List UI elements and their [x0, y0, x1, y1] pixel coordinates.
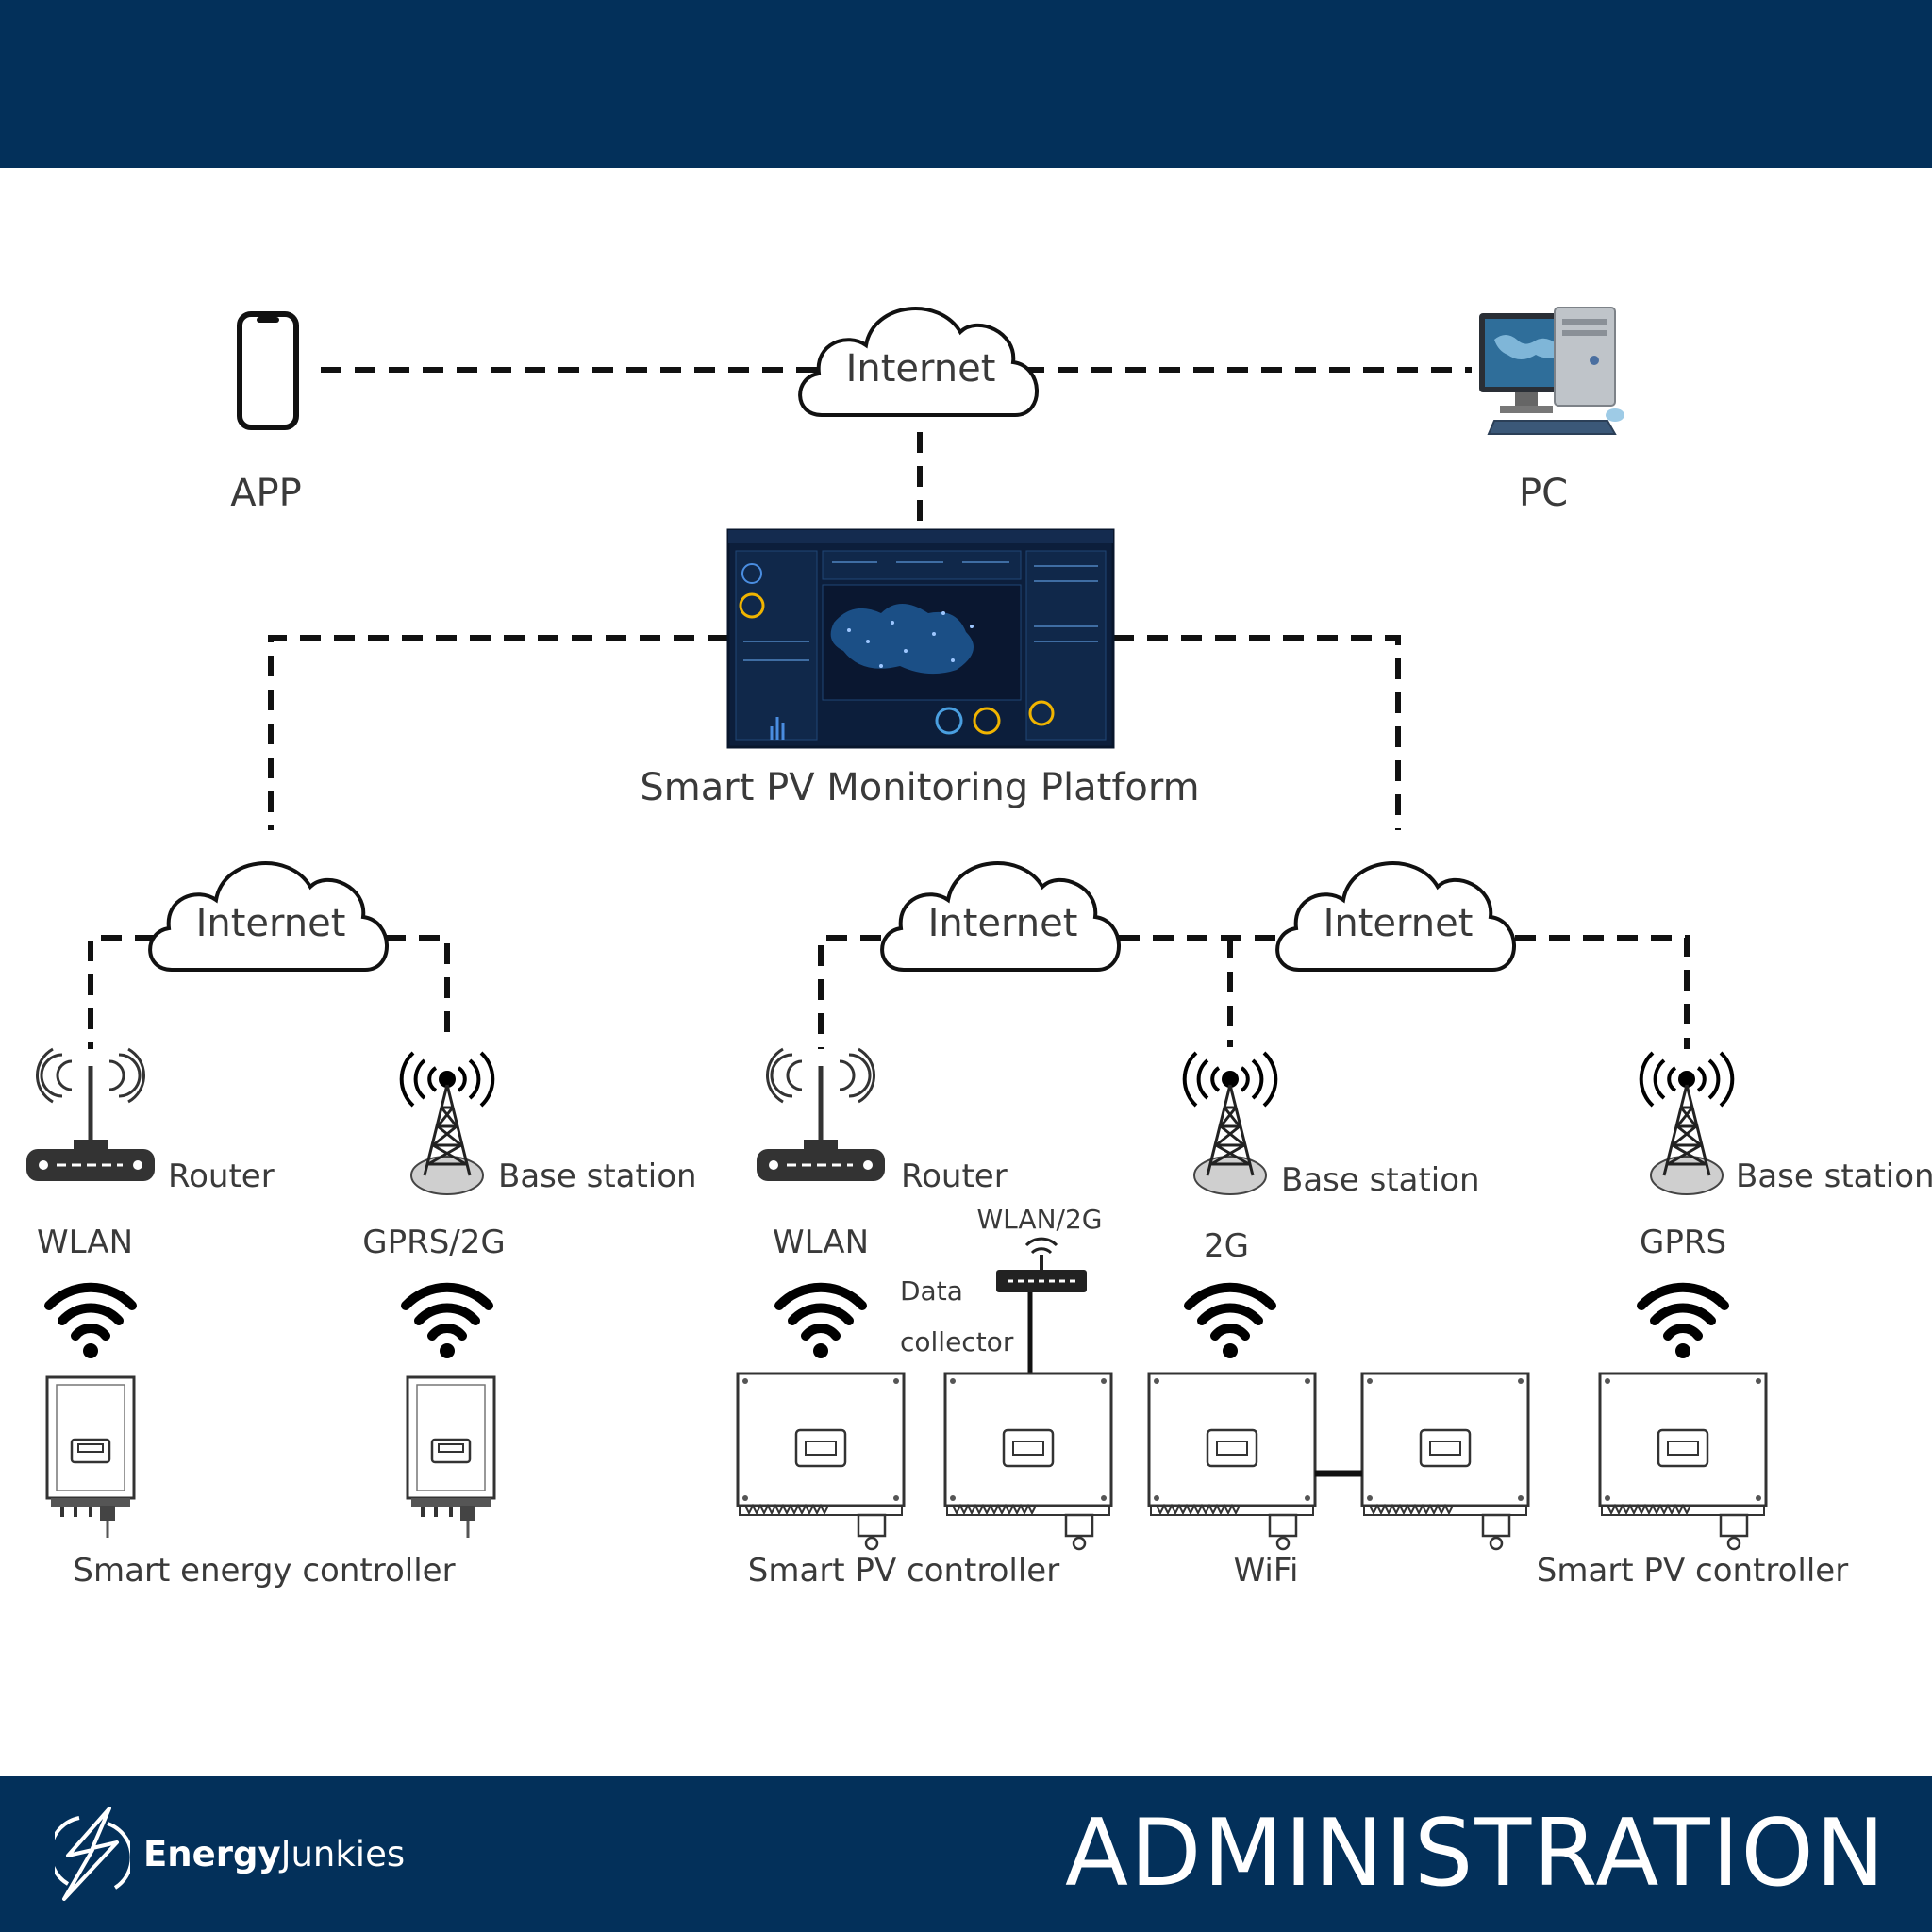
lightning-logo-icon: [55, 1807, 130, 1901]
router-label-2: Router: [901, 1158, 1008, 1195]
base-station-icon: [1182, 1051, 1278, 1196]
brand-name-light: Junkies: [280, 1833, 406, 1874]
two-g-label: 2G: [1204, 1227, 1249, 1265]
section-title: ADMINISTRATION: [1064, 1800, 1887, 1907]
inverter-icon: [943, 1372, 1113, 1551]
gprs2g-label-1: GPRS/2G: [362, 1224, 506, 1261]
smart-pv-controller-label-1: Smart PV controller: [748, 1552, 1059, 1590]
wifi-icon: [1189, 1288, 1272, 1358]
brand-name: EnergyJunkies: [143, 1834, 405, 1874]
base-station-label-2: Base station: [1281, 1161, 1480, 1199]
data-label: Data: [900, 1275, 963, 1307]
wifi-icon: [779, 1288, 862, 1358]
data-collector-icon: [996, 1237, 1087, 1374]
network-diagram: Internet APP PC: [0, 307, 1932, 1590]
internet-label-middle: Internet: [928, 902, 1078, 945]
platform-label: Smart PV Monitoring Platform: [640, 766, 1199, 809]
header-bar: [0, 0, 1932, 168]
router-icon: [757, 1049, 885, 1181]
desktop-pc-icon: [1479, 307, 1624, 435]
base-station-label-1: Base station: [498, 1158, 697, 1195]
internet-label-left: Internet: [196, 902, 346, 945]
router-icon: [26, 1049, 155, 1181]
pc-label: PC: [1519, 472, 1568, 515]
wifi-icon: [1641, 1288, 1724, 1358]
smart-energy-controller-label: Smart energy controller: [73, 1552, 455, 1590]
wlan-label-2: WLAN: [773, 1224, 869, 1261]
collector-label: collector: [900, 1326, 1014, 1357]
wifi-icon: [49, 1288, 132, 1358]
brand-name-bold: Energy: [143, 1833, 281, 1874]
internet-label-top: Internet: [846, 347, 996, 391]
phone-icon: [237, 311, 299, 430]
wifi-label: WiFi: [1234, 1552, 1299, 1590]
smart-pv-controller-label-2: Smart PV controller: [1537, 1552, 1848, 1590]
router-label-1: Router: [168, 1158, 275, 1195]
inverter-icon: [1598, 1372, 1768, 1551]
monitoring-dashboard-screenshot: [726, 528, 1115, 749]
inverter-icon: [1360, 1372, 1530, 1551]
inverter-icon: [45, 1375, 136, 1540]
internet-label-right: Internet: [1324, 902, 1474, 945]
brand[interactable]: EnergyJunkies: [55, 1802, 405, 1906]
base-station-label-3: Base station: [1736, 1158, 1932, 1195]
wlan2g-label: WLAN/2G: [977, 1204, 1103, 1235]
base-station-icon: [1639, 1051, 1735, 1196]
wifi-icon: [406, 1288, 489, 1358]
gprs-label: GPRS: [1640, 1224, 1726, 1261]
inverter-icon: [406, 1375, 496, 1540]
inverter-icon: [736, 1372, 906, 1551]
app-label: APP: [230, 472, 302, 515]
wlan-label-1: WLAN: [37, 1224, 133, 1261]
inverter-icon: [1147, 1372, 1317, 1551]
footer-bar: [0, 1776, 1932, 1932]
connection-lines: [88, 367, 1690, 1049]
base-station-icon: [399, 1051, 495, 1196]
